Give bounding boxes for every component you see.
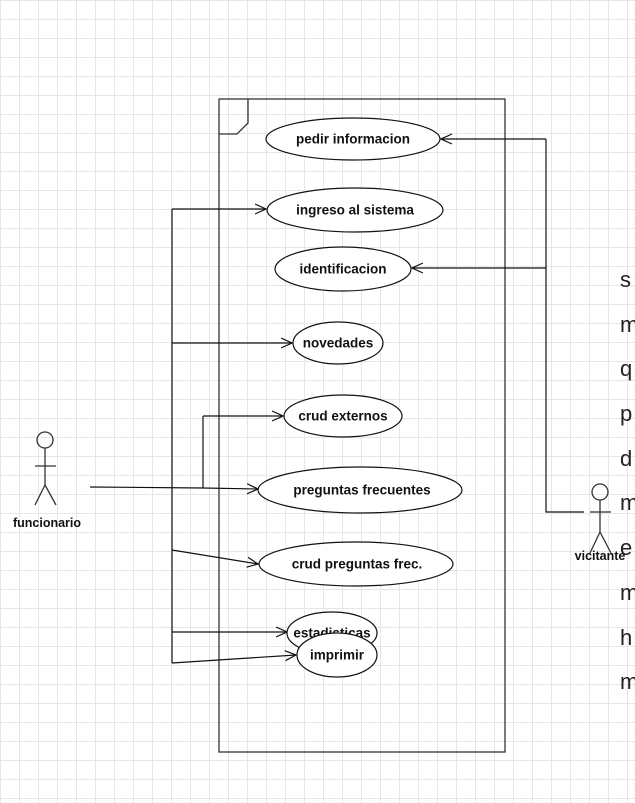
side-text-line: s (620, 267, 631, 292)
use-case-label: ingreso al sistema (296, 203, 414, 218)
use-case-crud-externos[interactable]: crud externos (283, 394, 403, 438)
side-text-line: h (620, 624, 633, 650)
use-case-pedir-informacion[interactable]: pedir informacion (265, 117, 441, 161)
link-preguntas-frecuentes (202, 488, 258, 489)
actor-label: vicitante (575, 549, 626, 563)
side-text-line: d (620, 445, 633, 471)
stick-figure-icon (589, 483, 612, 554)
use-case-label: crud externos (298, 409, 387, 424)
side-text-line: m (620, 579, 635, 605)
use-case-label: pedir informacion (296, 132, 410, 147)
link-vicitante-bus (545, 139, 584, 513)
funcionario-connectors (89, 209, 296, 664)
use-case-novedades[interactable]: novedades (292, 321, 384, 365)
use-case-label: crud preguntas frec. (292, 557, 423, 572)
side-text-line: e (620, 535, 633, 561)
use-case-label: imprimir (310, 648, 365, 663)
vicitante-connectors (412, 139, 584, 513)
link-funcionario-trunk (89, 486, 204, 489)
side-text-line: m (620, 669, 635, 695)
link-imprimir (171, 655, 296, 664)
actor-vicitante[interactable]: vicitante (575, 483, 626, 563)
use-case-preguntas-frecuentes[interactable]: preguntas frecuentes (257, 466, 463, 514)
actor-funcionario[interactable]: funcionario (13, 431, 81, 530)
use-case-identificacion[interactable]: identificacion (274, 246, 412, 292)
use-case-label: novedades (303, 336, 374, 351)
side-text-line: m (620, 311, 635, 337)
use-case-imprimir[interactable]: imprimir (296, 632, 378, 678)
use-case-ingreso-al-sistema[interactable]: ingreso al sistema (266, 187, 444, 233)
use-case-label: identificacion (299, 262, 386, 277)
use-case-label: preguntas frecuentes (293, 483, 430, 498)
actor-label: funcionario (13, 516, 81, 530)
side-text-line: q (620, 356, 633, 382)
link-crud-preguntas-frec (171, 549, 258, 564)
system-boundary (218, 98, 506, 753)
side-text-column: s m q p d m e m h m (620, 258, 635, 705)
side-text-line: m (620, 490, 635, 516)
stick-figure-icon (34, 431, 57, 506)
use-case-crud-preguntas-frec[interactable]: crud preguntas frec. (258, 541, 454, 587)
side-text-line: p (620, 401, 633, 427)
